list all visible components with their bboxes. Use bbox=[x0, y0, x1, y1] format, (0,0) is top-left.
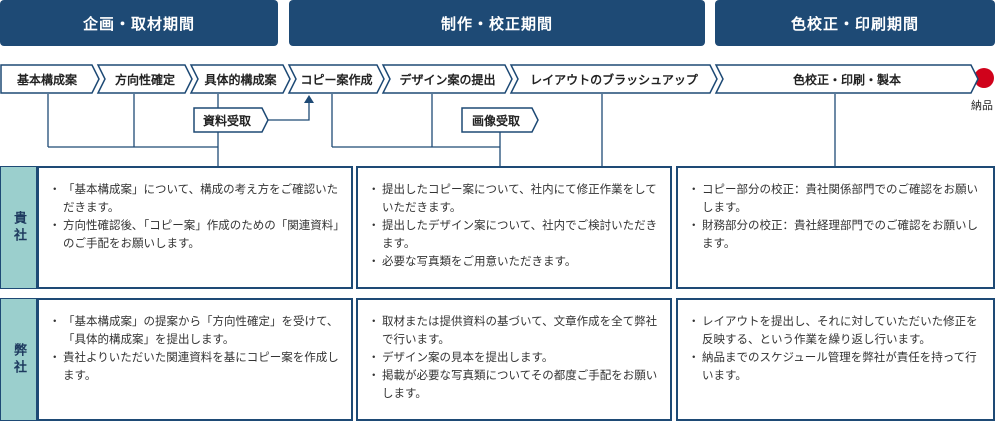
phase-production: 制作・校正期間 bbox=[289, 0, 705, 46]
step-layout-brushup: レイアウトのブラッシュアップ bbox=[509, 64, 718, 94]
tag-materials-received: 資料受取 bbox=[193, 107, 269, 133]
task-box-client-production: 提出したコピー案について、社内にて修正作業をしていただきます。 提出したデザイン… bbox=[356, 166, 672, 289]
phase-printing: 色校正・印刷期間 bbox=[715, 0, 995, 46]
finish-label: 納品 bbox=[971, 99, 993, 112]
step-label: 方向性確定 bbox=[114, 72, 175, 87]
task-item: レイアウトを提出し、それに対していただいた修正を反映する、という作業を繰り返し行… bbox=[688, 312, 981, 348]
step-label: コピー案作成 bbox=[300, 72, 373, 87]
arrow-up-icon bbox=[304, 95, 314, 103]
step-label: 色校正・印刷・製本 bbox=[792, 72, 901, 87]
step-label: デザイン案の提出 bbox=[399, 72, 496, 87]
step-direction: 方向性確定 bbox=[96, 64, 193, 94]
task-box-company-printing: レイアウトを提出し、それに対していただいた修正を反映する、という作業を繰り返し行… bbox=[676, 298, 995, 421]
tag-images-received: 画像受取 bbox=[461, 107, 539, 133]
task-box-company-planning: 「基本構成案」の提案から「方向性確定」を受けて、「具体的構成案」を提出します。 … bbox=[37, 298, 353, 421]
task-item: 貴社よりいただいた関連資料を基にコピー案を作成します。 bbox=[49, 348, 339, 384]
task-item: 「基本構成案」について、構成の考え方をご確認いただきます。 bbox=[49, 180, 339, 216]
task-box-client-planning: 「基本構成案」について、構成の考え方をご確認いただきます。 方向性確認後､「コピ… bbox=[37, 166, 353, 289]
finish-dot-icon bbox=[974, 68, 994, 88]
task-item: デザイン案の見本を提出します。 bbox=[368, 348, 658, 366]
row-label-client: 貴社 bbox=[0, 166, 37, 289]
task-box-client-printing: コピー部分の校正：貴社関係部門でのご確認をお願いします。 財務部分の校正：貴社経… bbox=[676, 166, 995, 289]
task-item: 取材または提供資料の基づいて、文章作成を全て弊社で行います。 bbox=[368, 312, 658, 348]
row-label-our-company: 弊社 bbox=[0, 298, 37, 421]
step-print: 色校正・印刷・製本 bbox=[714, 64, 979, 94]
task-box-company-production: 取材または提供資料の基づいて、文章作成を全て弊社で行います。 デザイン案の見本を… bbox=[356, 298, 672, 421]
connector-line-materials bbox=[268, 102, 310, 121]
task-item: 納品までのスケジュール管理を弊社が責任を持って行います。 bbox=[688, 348, 981, 384]
step-label: レイアウトのブラッシュアップ bbox=[530, 72, 698, 87]
task-item: 「基本構成案」の提案から「方向性確定」を受けて、「具体的構成案」を提出します。 bbox=[49, 312, 339, 348]
step-copy-draft: コピー案作成 bbox=[287, 64, 385, 94]
task-item: 財務部分の校正：貴社経理部門でのご確認をお願いします。 bbox=[688, 216, 981, 252]
task-item: 提出したコピー案について、社内にて修正作業をしていただきます。 bbox=[368, 180, 658, 216]
phase-planning: 企画・取材期間 bbox=[0, 0, 278, 46]
step-label: 具体的構成案 bbox=[204, 72, 277, 87]
step-basic-plan: 基本構成案 bbox=[0, 64, 100, 94]
step-design-draft: デザイン案の提出 bbox=[381, 64, 513, 94]
tag-label: 画像受取 bbox=[471, 113, 520, 128]
tag-label: 資料受取 bbox=[202, 113, 251, 128]
step-label: 基本構成案 bbox=[16, 72, 77, 87]
task-item: 必要な写真類をご用意いただきます。 bbox=[368, 252, 658, 270]
task-item: コピー部分の校正：貴社関係部門でのご確認をお願いします。 bbox=[688, 180, 981, 216]
task-item: 提出したデザイン案について、社内でご検討いただきます。 bbox=[368, 216, 658, 252]
step-detailed-plan: 具体的構成案 bbox=[189, 64, 291, 94]
task-item: 掲載が必要な写真類についてその都度ご手配をお願いします。 bbox=[368, 366, 658, 402]
task-item: 方向性確認後､「コピー案」作成のための「関連資料」のご手配をお願いします。 bbox=[49, 216, 339, 252]
